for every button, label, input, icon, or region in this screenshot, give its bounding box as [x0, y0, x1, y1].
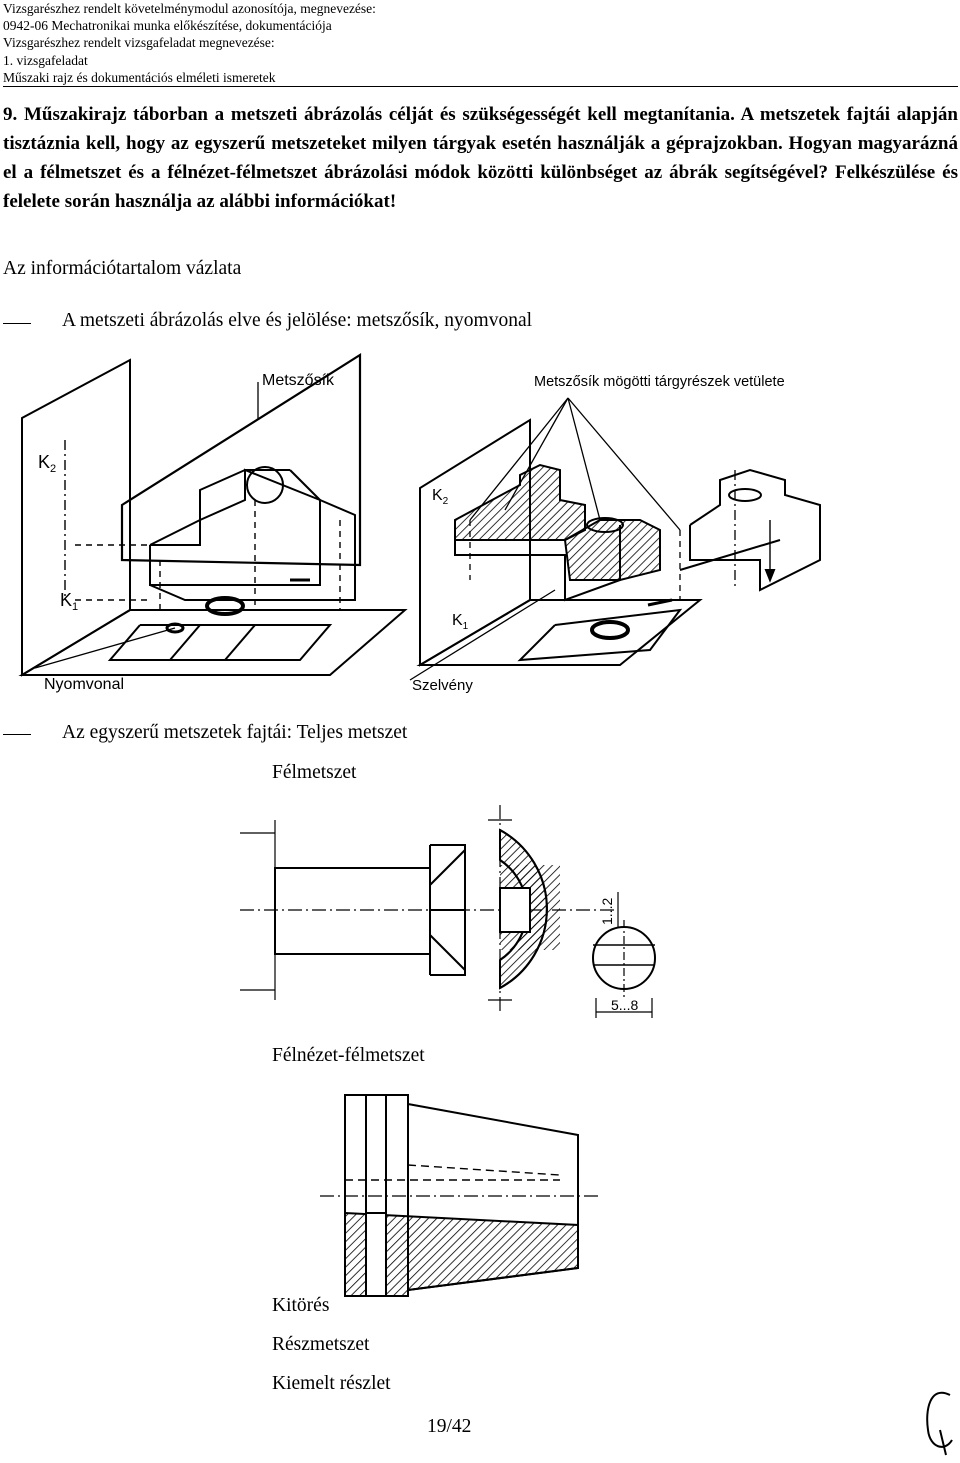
- item-section-principle: A metszeti ábrázolás elve és jelölése: m…: [62, 310, 533, 331]
- page-number: 19/42: [427, 1416, 472, 1437]
- list-dash: [3, 323, 31, 324]
- header-line-module-name: 0942-06 Mechatronikai munka előkészítése…: [3, 18, 332, 34]
- k1-label-left: K1: [60, 590, 78, 613]
- header-rule: [3, 86, 958, 87]
- k1-label-right: K1: [452, 612, 469, 632]
- label-felmetszet: Félmetszet: [272, 762, 357, 783]
- header-line-task-number: 1. vizsgafeladat: [3, 52, 88, 68]
- label-szelveny: Szelvény: [412, 677, 473, 694]
- k1-plane-left: [18, 609, 408, 676]
- header-line-task-name: Műszaki rajz és dokumentációs elméleti i…: [3, 69, 276, 85]
- label-felnezet-felmetszet: Félnézet-félmetszet: [272, 1045, 425, 1066]
- question-text: 9. Műszakirajz táborban a metszeti ábráz…: [3, 104, 958, 212]
- outline-title: Az információtartalom vázlata: [3, 258, 242, 279]
- header-line-task-title: Vizsgarészhez rendelt vizsgafeladat megn…: [3, 35, 275, 51]
- label-kiemelt-reszlet: Kiemelt részlet: [272, 1373, 391, 1394]
- label-metszosik: Metszősík: [262, 372, 335, 389]
- k2-label-right: K2: [432, 487, 449, 507]
- header-line-module-title: Vizsgarészhez rendelt követelménymodul a…: [3, 1, 376, 16]
- document-header: Vizsgarészhez rendelt követelménymodul a…: [3, 0, 376, 86]
- label-nyomvonal: Nyomvonal: [44, 676, 124, 693]
- list-dash: [3, 734, 31, 735]
- k2-label-left: K2: [38, 452, 56, 475]
- item-section-types: Az egyszerű metszetek fajtái: Teljes met…: [62, 722, 408, 743]
- cutting-plane: [120, 353, 362, 567]
- label-vetulete: Metszősík mögötti tárgyrészek vetülete: [534, 374, 785, 390]
- label-reszmetszet: Részmetszet: [272, 1334, 370, 1355]
- label-kitores: Kitörés: [272, 1295, 330, 1316]
